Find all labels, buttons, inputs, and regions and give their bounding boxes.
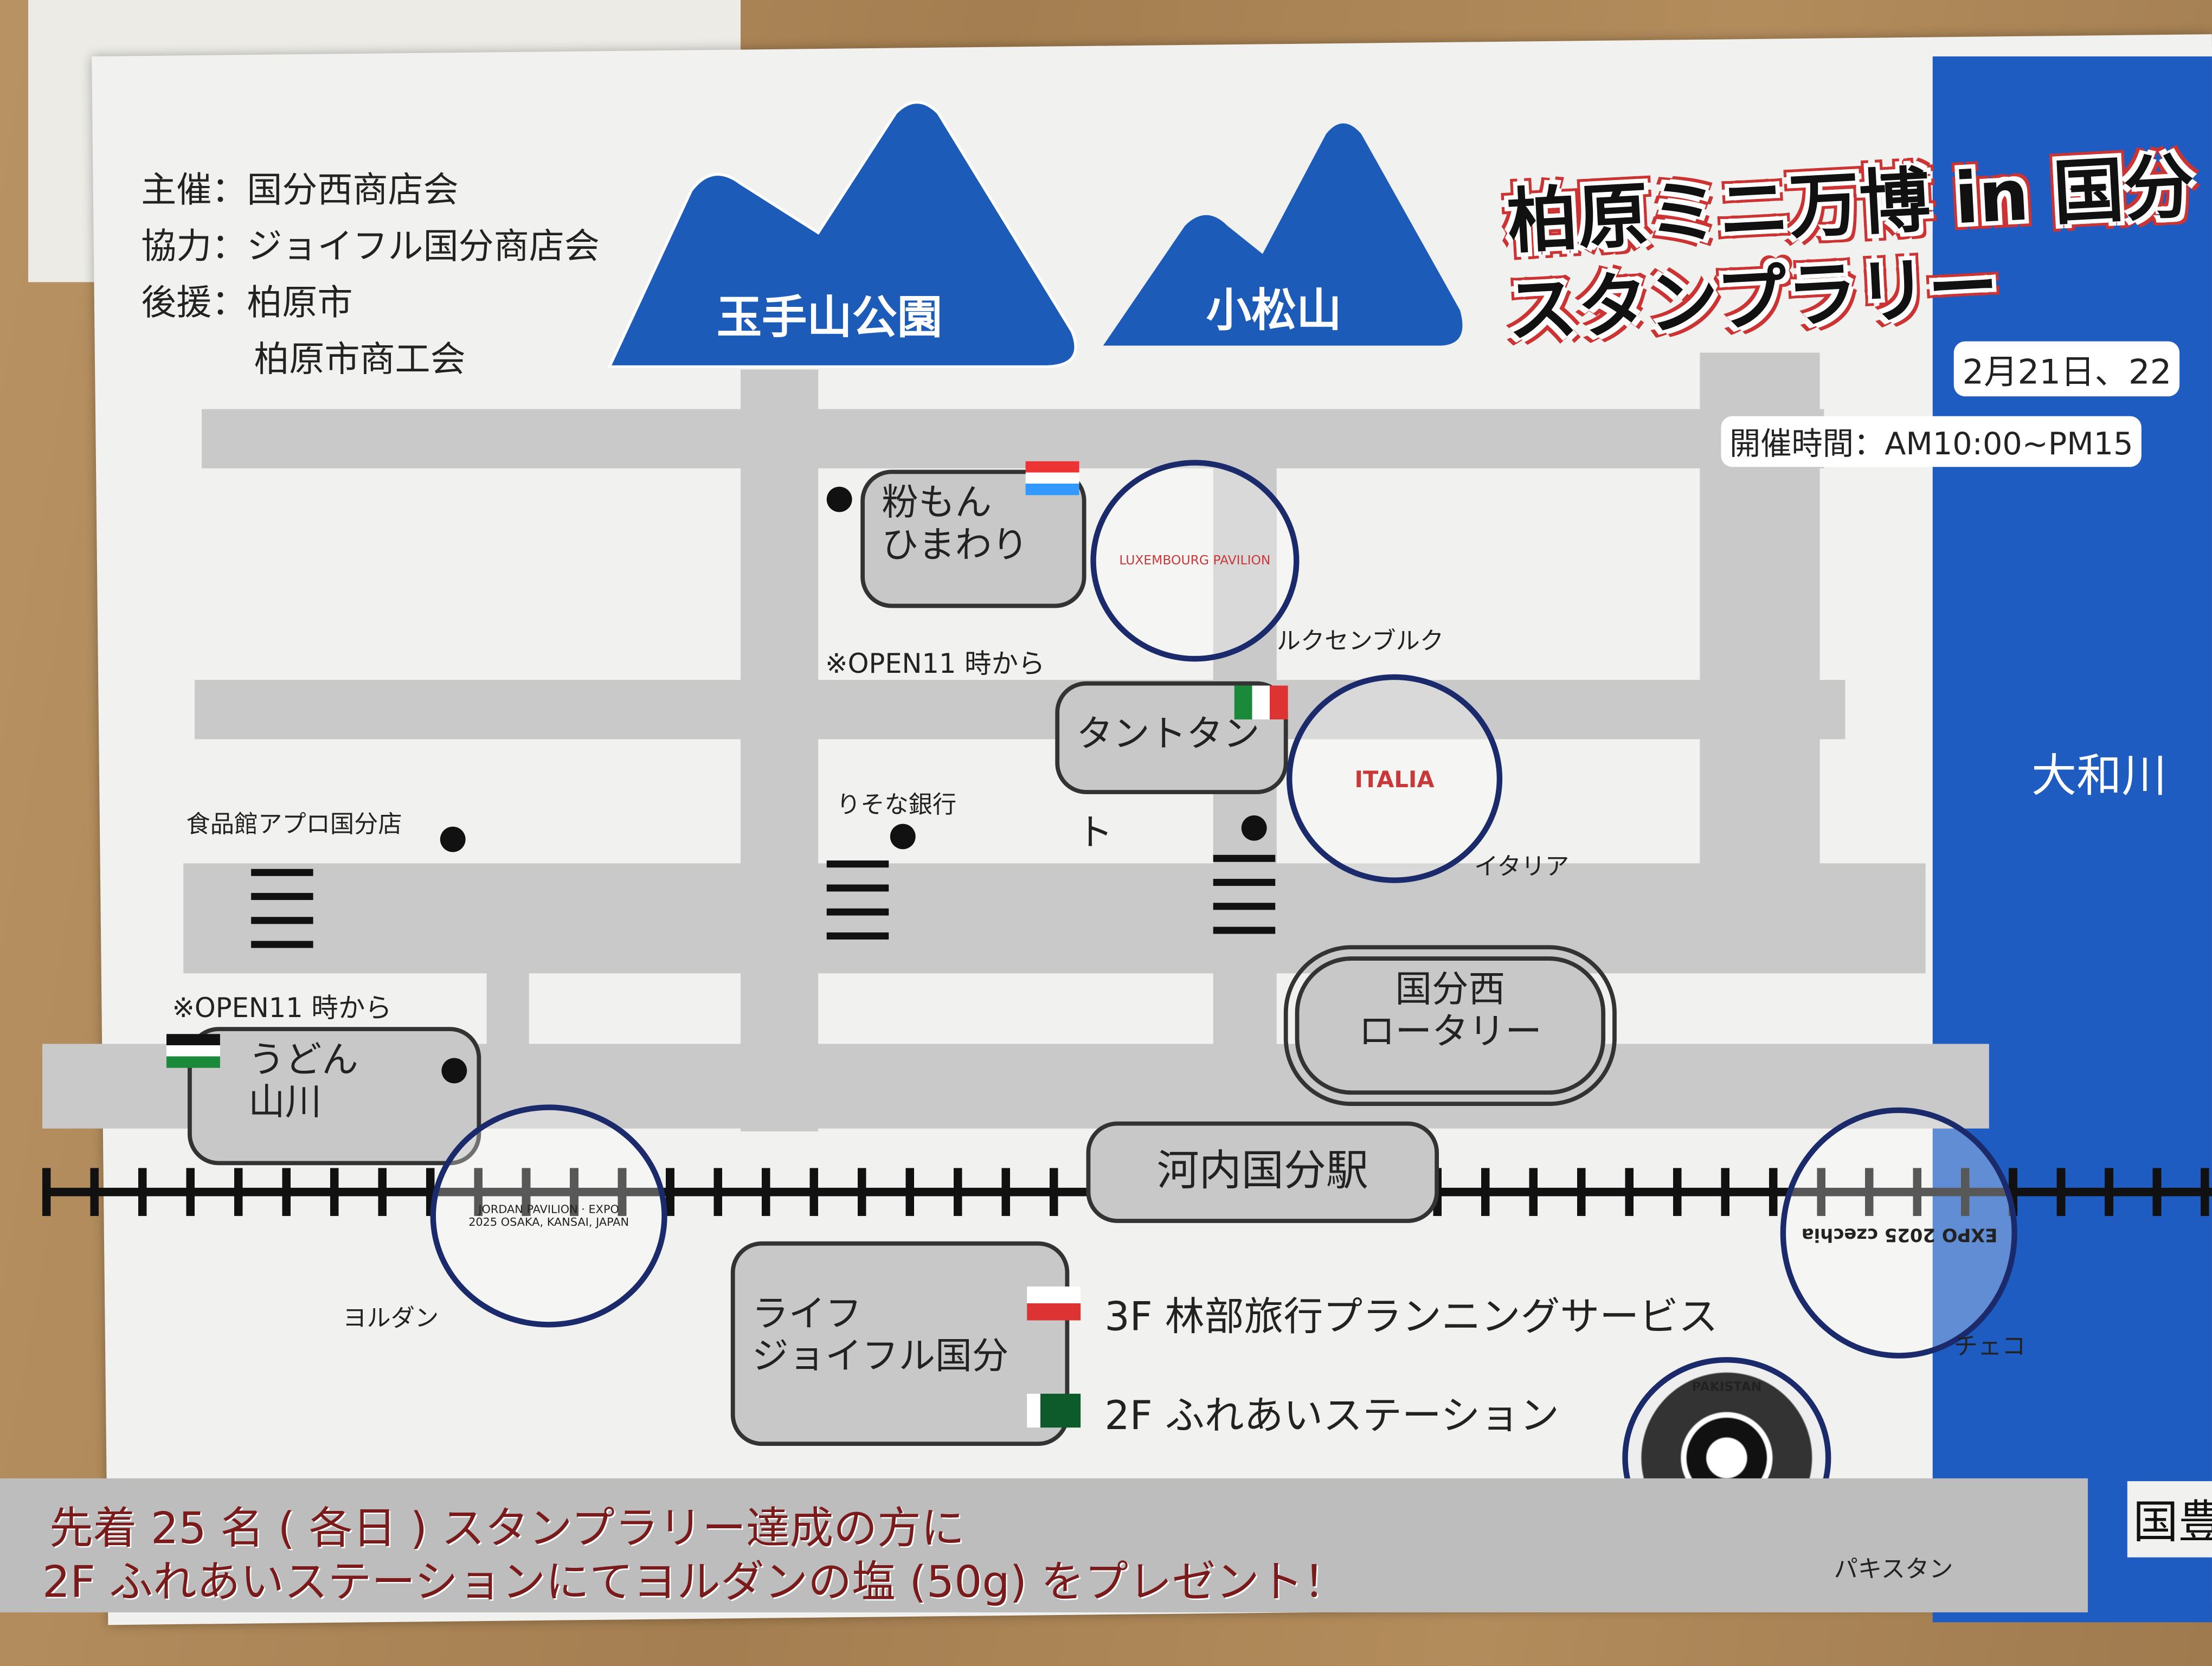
shop-life: ライフ ジョイフル国分 [730,1241,1070,1446]
crosswalk-icon [826,860,889,956]
stamp-text: EXPO 2025 czechia [1801,1222,1997,1244]
road [195,680,1846,739]
road [486,874,529,1129]
event-hours: 開催時間：AM10:00~PM15 [1721,416,2142,467]
czech-flag-icon [1027,1287,1081,1321]
support-text: 柏原市商工会 [254,338,466,379]
river [1932,56,2212,1623]
crosswalk-icon [251,869,313,965]
jordan-stamp: JORDAN PAVILION · EXPO 2025 OSAKA, KANSA… [430,1104,667,1328]
host-text: 主催：国分西商店会 [141,169,459,210]
footer-line-2: 2F ふれあいステーションにてヨルダンの塩 (50g) をプレゼント！ [42,1557,1347,1609]
footer-line-1: 先着 25 名 ( 各日 ) スタンプラリー達成の方に [49,1503,965,1555]
road [202,409,1824,468]
location-dot [1241,815,1267,841]
support-text: 後援：柏原市 [141,282,353,323]
italy-label: イタリア [1474,853,1570,882]
shop-udon: うどん 山川 [188,1027,481,1166]
mountain-icon [1103,123,1463,346]
pakistan-label: パキスタン [1834,1556,1953,1585]
location-dot [890,824,916,850]
floor-2-label: 2F ふれあいステーション [1104,1392,1559,1439]
organizers: 主催：国分西商店会 協力：ジョイフル国分商店会 後援：柏原市 柏原市商工会 [141,162,600,388]
location-dot [826,486,852,512]
italy-flag-icon [1234,685,1288,720]
open-note: ※OPEN11 時から [825,648,1045,680]
mountain-label: 小松山 [1206,284,1342,337]
edge-label: 国豊 [2127,1481,2212,1558]
luxembourg-stamp: LUXEMBOURG PAVILION [1090,460,1300,662]
luxembourg-flag-icon [1025,461,1079,496]
station: 河内国分駅 [1086,1121,1439,1223]
mountain-label: 玉手山公園 [716,291,943,344]
road [741,369,819,1131]
italy-stamp: ITALIA [1287,674,1503,883]
rotary: 国分西 ロータリー [1283,945,1617,1106]
czech-label: チェコ [1953,1333,2026,1361]
jordan-label: ヨルダン [343,1304,439,1333]
crosswalk-icon [1213,854,1276,951]
road [183,863,1926,974]
location-dot [441,1058,467,1084]
shop-konamon: 粉もん ひまわり [860,469,1086,608]
jordan-flag-icon [166,1034,220,1068]
mountain-icon [607,101,1077,369]
cooperation-text: 協力：ジョイフル国分商店会 [141,226,600,267]
stamp-text: JORDAN PAVILION · EXPO 2025 OSAKA, KANSA… [468,1203,629,1229]
czech-stamp: EXPO 2025 czechia [1780,1107,2017,1359]
supermarket-label: 食品館アプロ国分店 [186,811,402,840]
luxembourg-label: ルクセンブルク [1276,627,1444,656]
footer-banner: 先着 25 名 ( 各日 ) スタンプラリー達成の方に 2F ふれあいステーショ… [0,1478,2088,1613]
location-dot [440,826,466,852]
stamp-text: ITALIA [1354,765,1435,793]
event-dates: 2月21日、22 [1953,341,2181,397]
bank-label: りそな銀行 [836,791,957,820]
open-note: ※OPEN11 時から [172,993,392,1025]
river-label: 大和川 [2031,749,2167,803]
pakistan-flag-icon [1027,1393,1081,1428]
floor-3-label: 3F 林部旅行プランニングサービス [1104,1294,1718,1340]
stamp-text: PAKISTAN [1692,1380,1762,1395]
stamp-text: LUXEMBOURG PAVILION [1119,554,1271,568]
